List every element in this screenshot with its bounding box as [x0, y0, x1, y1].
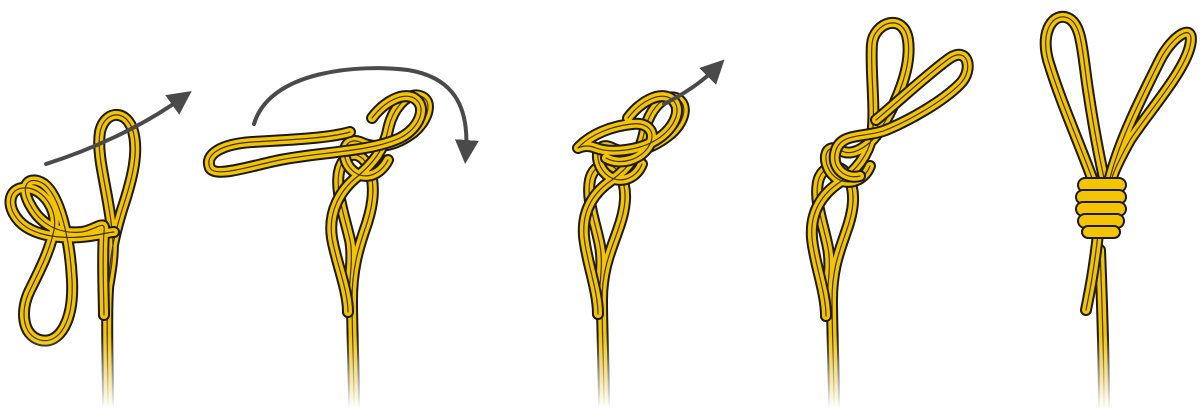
- step-2-rope: [209, 95, 428, 408]
- step-3-rope: [578, 96, 684, 408]
- step-1-arrow: [46, 98, 182, 164]
- step-5-knot: [1076, 178, 1126, 238]
- step-1-figure: [10, 98, 182, 408]
- step-3-arrow: [664, 68, 716, 104]
- step-1-rope: [10, 115, 135, 408]
- step-4-figure: [812, 23, 968, 408]
- step-3-figure: [578, 68, 716, 408]
- step-5-figure: [1046, 17, 1191, 408]
- step-2-figure: [209, 68, 467, 408]
- step-4-rope: [812, 23, 968, 408]
